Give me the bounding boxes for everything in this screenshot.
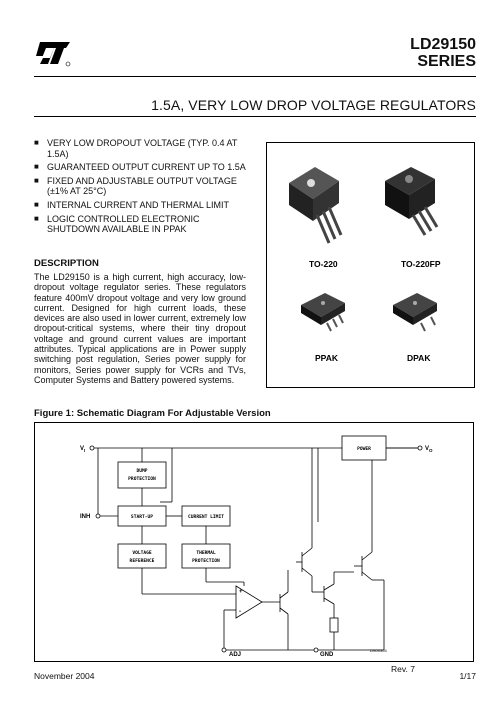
- series-label: SERIES: [417, 53, 476, 70]
- feature-list: VERY LOW DROPOUT VOLTAGE (TYP. 0.4 AT 1.…: [34, 138, 254, 238]
- vo-pin-label-main: V: [425, 446, 429, 452]
- figure-caption: Figure 1: Schematic Diagram For Adjustab…: [34, 408, 271, 419]
- revision: Rev. 7: [391, 664, 415, 674]
- package-label: PPAK: [315, 353, 339, 363]
- opamp-plus-label: +: [239, 589, 243, 595]
- dpak-package-image: [393, 293, 437, 332]
- gnd-pin-icon: [313, 647, 319, 653]
- feature-item: FIXED AND ADJUSTABLE OUTPUT VOLTAGE (±1%…: [34, 176, 254, 197]
- footer-date: November 2004: [34, 671, 95, 681]
- st-logo: [36, 42, 71, 67]
- current-limit-block-label: CURRENT LIMIT: [188, 514, 224, 520]
- package-label: TO-220FP: [401, 259, 441, 269]
- feature-item: VERY LOW DROPOUT VOLTAGE (TYP. 0.4 AT 1.…: [34, 138, 254, 159]
- description-body: The LD29150 is a high current, high accu…: [34, 272, 246, 385]
- document-title: 1.5A, VERY LOW DROP VOLTAGE REGULATORS: [151, 97, 476, 113]
- page-number: 1/17: [459, 671, 476, 681]
- header-rule: [34, 76, 476, 77]
- vo-pin-icon: [417, 445, 423, 451]
- vref-block-label-2: REFERENCE: [130, 558, 155, 564]
- drawing-code: DS00304: [370, 648, 387, 653]
- to220-package-image: [289, 167, 343, 244]
- thermal-block-label-2: PROTECTION: [192, 558, 220, 564]
- thermal-block-label: THERMAL: [196, 550, 216, 556]
- part-number-heading: LD29150 SERIES: [410, 36, 476, 70]
- package-label: TO-220: [309, 259, 338, 269]
- startup-block-label: START-UP: [131, 514, 153, 520]
- power-block-label: POWER: [357, 446, 371, 452]
- vi-pin-label-main: V: [80, 446, 84, 452]
- package-drawings: TO-220 TO-220FP PPAK DPAK: [289, 167, 441, 363]
- opamp-minus-label: -: [239, 609, 241, 615]
- part-number: LD29150: [410, 36, 476, 53]
- gnd-pin-label: GND: [320, 652, 334, 658]
- package-panel: TO-220 TO-220FP PPAK DPAK: [266, 142, 475, 388]
- inh-pin-icon: [95, 513, 101, 519]
- feature-item: GUARANTEED OUTPUT CURRENT UP TO 1.5A: [34, 162, 254, 173]
- feature-item: INTERNAL CURRENT AND THERMAL LIMIT: [34, 200, 254, 211]
- vi-pin-label-sub: I: [84, 448, 85, 453]
- to220fp-package-image: [385, 167, 439, 236]
- vi-pin-label: VI: [80, 446, 85, 453]
- package-label: DPAK: [407, 353, 431, 363]
- inh-pin-label: INH: [80, 514, 90, 520]
- dump-block-label-2: PROTECTION: [128, 476, 156, 482]
- vref-block-label: VOLTAGE: [132, 550, 152, 556]
- feature-item: LOGIC CONTROLLED ELECTRONIC SHUTDOWN AVA…: [34, 214, 254, 235]
- vi-pin-icon: [89, 445, 95, 451]
- adj-pin-label: ADJ: [229, 652, 241, 658]
- vo-pin-label-sub: O: [429, 448, 433, 453]
- ppak-package-image: [301, 293, 345, 332]
- description-heading: DESCRIPTION: [34, 258, 99, 269]
- title-rule: [34, 116, 476, 117]
- schematic-diagram: POWER DUMP PROTECTION START-UP CURRENT L…: [34, 422, 474, 662]
- dump-block-label: DUMP: [136, 468, 147, 474]
- adj-pin-icon: [221, 647, 227, 653]
- vo-pin-label: VO: [425, 446, 433, 453]
